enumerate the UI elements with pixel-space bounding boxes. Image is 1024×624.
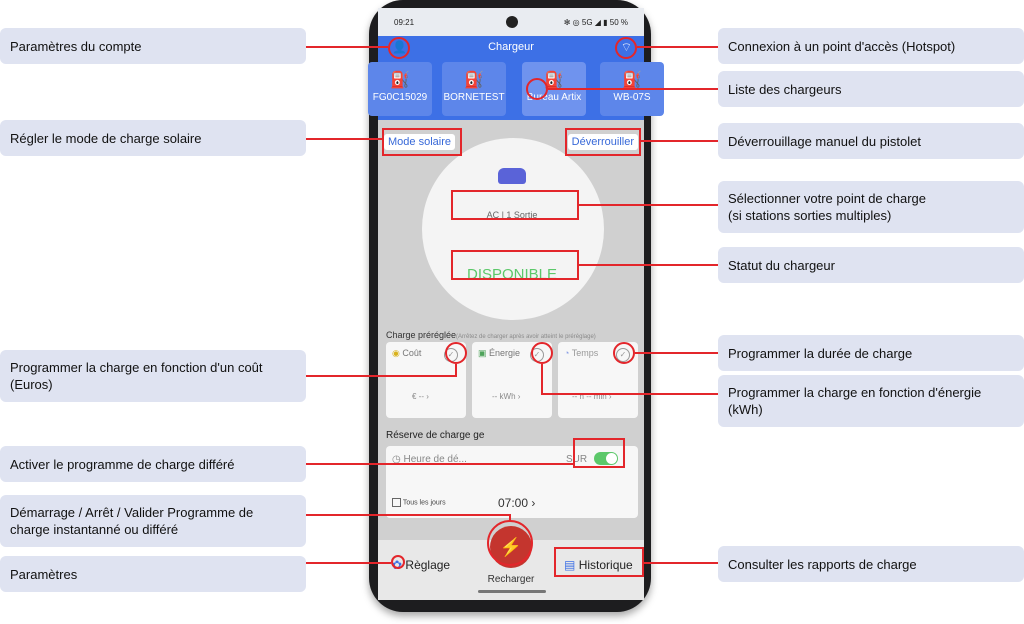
charger-icon: ⛽ (464, 72, 484, 89)
line-settings (306, 562, 391, 564)
unlock-button[interactable]: Déverrouiller (567, 134, 638, 150)
marker-settings (391, 555, 405, 569)
marker-deferred (573, 438, 625, 468)
toggle-knob (606, 453, 617, 464)
marker-cost (445, 342, 467, 364)
line-unlock (641, 140, 718, 142)
charger-icon: ⛽ (390, 72, 410, 89)
status-circle (422, 138, 604, 320)
battery-icon: ▣ (478, 348, 487, 358)
line-duration (635, 352, 718, 354)
callout-deferred: Activer le programme de charge différé (0, 446, 306, 482)
toggle-label: SUR (566, 454, 588, 465)
charger-name: FG0C15029 (372, 92, 428, 103)
reserve-card: ◷ Heure de dé... SUR Tous les jours 07:0… (386, 446, 638, 518)
charger-icon: ⛽ (622, 72, 642, 89)
car-icon (498, 168, 526, 184)
charger-icon: ⛽ (544, 72, 564, 89)
callout-select-point: Sélectionner votre point de charge (si s… (718, 181, 1024, 233)
status-icons: ✻ ◎ 5G ◢ ▮ 50 % (563, 17, 628, 27)
line-charger-list (548, 88, 718, 90)
callout-start-stop: Démarrage / Arrêt / Valider Programme de… (0, 495, 306, 547)
deferred-toggle[interactable] (594, 452, 618, 465)
line-energy-h (541, 393, 718, 395)
line-status (579, 264, 718, 266)
marker-duration (613, 342, 635, 364)
phone-screen: 09:21 ✻ ◎ 5G ◢ ▮ 50 % 👤 Chargeur ⌔ ⛽ FG0… (368, 8, 664, 600)
marker-status (451, 250, 579, 280)
home-indicator (478, 590, 546, 593)
line-start-h (306, 514, 510, 516)
charger-name: BORNETEST (443, 92, 505, 103)
document-icon: ▤ (564, 558, 576, 572)
marker-start (487, 520, 533, 566)
clock-icon: ◷ (392, 454, 401, 465)
marker-charger-list (526, 78, 548, 100)
start-time-field[interactable]: ◷ Heure de dé... (392, 454, 467, 465)
line-account (306, 46, 388, 48)
charger-name: WB-07S (613, 92, 651, 103)
reserve-title: Réserve de charge ge (386, 430, 485, 441)
marker-unlock (565, 128, 641, 156)
marker-select-point (451, 190, 579, 220)
marker-account (388, 37, 410, 59)
line-start-v (509, 514, 511, 522)
callout-account: Paramètres du compte (0, 28, 306, 64)
coin-icon: ◉ (392, 348, 400, 358)
line-history (644, 562, 718, 564)
callout-duration: Programmer la durée de charge (718, 335, 1024, 371)
line-energy-v (541, 364, 543, 394)
solar-mode-button[interactable]: Mode solaire (384, 134, 455, 150)
marker-history (554, 547, 644, 577)
line-cost-v (455, 364, 457, 376)
history-button[interactable]: ▤ Historique (564, 558, 633, 572)
callout-hotspot: Connexion à un point d'accès (Hotspot) (718, 28, 1024, 64)
line-deferred (306, 463, 573, 465)
clock-icon: ◔ (564, 348, 570, 358)
callout-energy: Programmer la charge en fonction d'énerg… (718, 375, 1024, 427)
callout-solar: Régler le mode de charge solaire (0, 120, 306, 156)
callout-history: Consulter les rapports de charge (718, 546, 1024, 582)
charge-label: Recharger (487, 574, 535, 585)
marker-energy (531, 342, 553, 364)
reserve-time[interactable]: 07:00 › (498, 496, 536, 510)
charger-tab-2[interactable]: ⛽ BORNETEST (442, 62, 506, 116)
status-time: 09:21 (394, 17, 415, 27)
charger-name: Bureau Artix (526, 92, 582, 103)
line-select-point (579, 204, 718, 206)
line-cost-h (306, 375, 457, 377)
camera-icon (506, 16, 518, 28)
marker-solar (382, 128, 462, 156)
callout-charger-list: Liste des chargeurs (718, 71, 1024, 107)
callout-unlock: Déverrouillage manuel du pistolet (718, 123, 1024, 159)
app-header: 👤 Chargeur ⌔ (378, 36, 644, 58)
everyday-checkbox[interactable]: Tous les jours (392, 498, 446, 507)
marker-hotspot (615, 37, 637, 59)
callout-status: Statut du chargeur (718, 247, 1024, 283)
callout-cost: Programmer la charge en fonction d'un co… (0, 350, 306, 402)
preset-title: Charge préréglée(Arrêtez de charger aprè… (386, 330, 596, 340)
connector-select[interactable]: AC | 1 Sortie (486, 210, 538, 220)
page-title: Chargeur (488, 41, 534, 53)
callout-settings: Paramètres (0, 556, 306, 592)
line-solar (306, 138, 382, 140)
line-hotspot (637, 46, 718, 48)
preset-time-card[interactable]: ◔ Temps ✓ -- h -- min › (558, 342, 638, 418)
charger-tab-1[interactable]: ⛽ FG0C15029 (368, 62, 432, 116)
